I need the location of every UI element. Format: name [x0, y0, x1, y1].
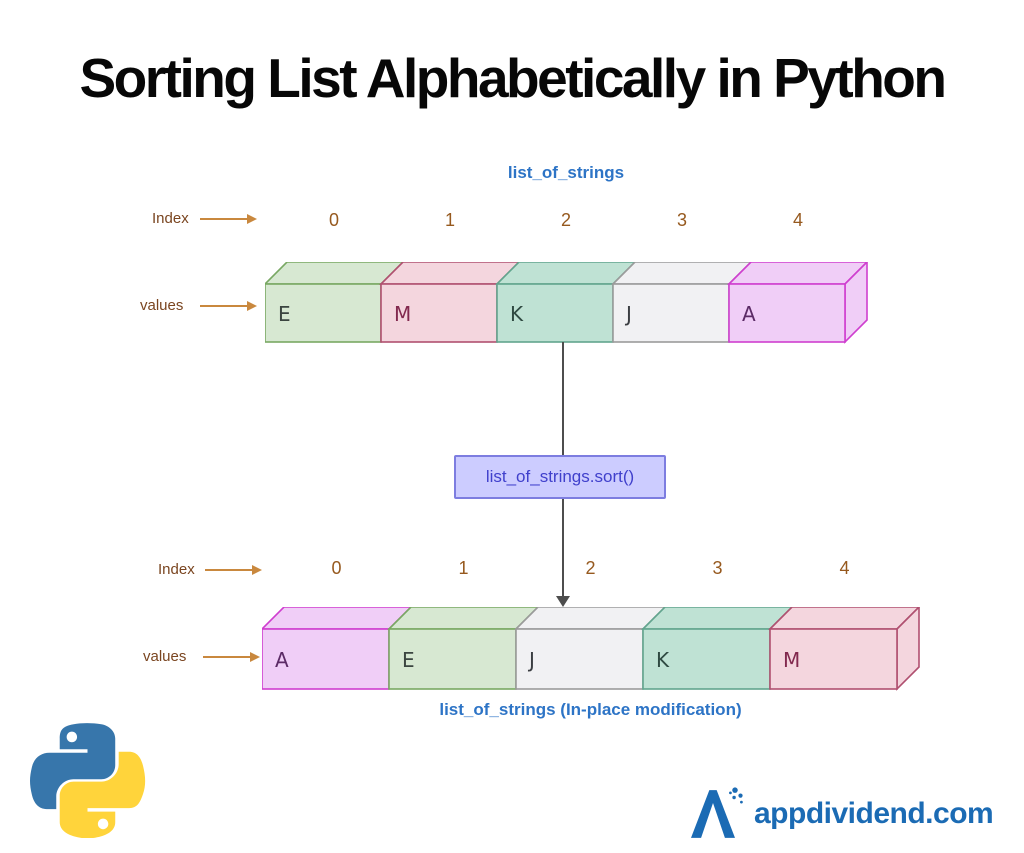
page-title: Sorting List Alphabetically in Python: [79, 47, 947, 109]
brand-a-shape: [691, 790, 735, 838]
cell-top-face: [263, 261, 405, 285]
brand-name: appdividend.com: [754, 797, 994, 830]
top-array: E M K J A: [263, 260, 869, 349]
top-values-label: values: [140, 297, 184, 314]
index-number: 4: [792, 210, 803, 230]
bottom-index-row: 0 1 2 3 4: [273, 558, 908, 579]
cell-front-face: [769, 628, 898, 690]
cell-letter: A: [742, 302, 756, 326]
bottom-array-name-label: list_of_strings (In-place modification): [439, 700, 742, 719]
cell-front-face: [728, 283, 846, 343]
cell-front-face: [388, 628, 517, 690]
cell-front-face: [496, 283, 614, 343]
array-cell: K: [495, 261, 637, 343]
python-yellow-snake: [59, 751, 146, 839]
cell-top-face: [768, 606, 921, 630]
bottom-array-svg: A E J K M: [260, 605, 921, 691]
array-cell: E: [387, 606, 540, 690]
bottom-index-arrow-icon: [205, 565, 262, 575]
down-arrowhead-icon: [556, 596, 570, 607]
bottom-values-label: values: [143, 648, 187, 665]
cell-top-face: [641, 606, 794, 630]
index-number: 0: [328, 210, 339, 230]
index-number: 3: [712, 558, 723, 578]
array-cell: A: [727, 260, 869, 344]
python-logo-icon: [30, 722, 146, 843]
top-array-name-label: list_of_strings: [507, 163, 625, 182]
bottom-array: A E J K M: [260, 605, 921, 696]
appdividend-a-icon: [691, 787, 743, 838]
array-cell: E: [263, 261, 405, 343]
python-blue-snake: [30, 723, 116, 810]
brand-dot: [732, 795, 736, 800]
cell-top-face: [495, 261, 637, 285]
cell-front-face: [642, 628, 771, 690]
cell-top-face: [379, 261, 521, 285]
cell-top-face: [727, 261, 869, 285]
brand-footer: appdividend.com: [680, 784, 994, 844]
index-number: 4: [839, 558, 850, 578]
index-number: 1: [458, 558, 469, 578]
cell-front-face: [612, 283, 730, 343]
cell-front-face: [515, 628, 644, 690]
cell-letter: E: [402, 648, 415, 672]
cell-letter: M: [783, 648, 800, 672]
bottom-values-arrow-icon: [203, 652, 260, 662]
cell-top-face: [260, 606, 413, 630]
cell-letter: K: [510, 302, 524, 326]
top-values-arrow-icon: [200, 301, 257, 311]
array-cell: M: [379, 261, 521, 343]
bottom-index-label: Index: [158, 561, 195, 578]
cell-front-face: [380, 283, 498, 343]
sort-call-box: list_of_strings.sort(): [454, 455, 666, 499]
brand-dot: [740, 800, 743, 804]
array-cell: M: [768, 605, 921, 691]
top-index-arrow-icon: [200, 214, 257, 224]
cell-top-face: [514, 606, 667, 630]
index-number: 2: [560, 210, 571, 230]
array-cell: J: [611, 261, 753, 343]
cell-letter: E: [278, 302, 291, 326]
top-array-svg: E M K J A: [263, 260, 869, 344]
index-number: 2: [585, 558, 596, 578]
cell-letter: J: [624, 302, 632, 326]
python-logo-svg: [30, 723, 146, 839]
brand-dot: [732, 787, 738, 793]
index-number: 1: [444, 210, 455, 230]
top-index-row: 0 1 2 3 4: [276, 210, 856, 231]
cell-letter: A: [275, 648, 289, 672]
cell-top-face: [387, 606, 540, 630]
cell-letter: M: [394, 302, 411, 326]
cell-letter: K: [656, 648, 670, 672]
top-index-label: Index: [152, 210, 189, 227]
brand-dot: [729, 791, 732, 795]
cell-letter: J: [527, 648, 535, 672]
array-cell: K: [641, 606, 794, 690]
index-number: 3: [676, 210, 687, 230]
brand-dot: [738, 793, 743, 798]
index-number: 0: [331, 558, 342, 578]
cell-top-face: [611, 261, 753, 285]
